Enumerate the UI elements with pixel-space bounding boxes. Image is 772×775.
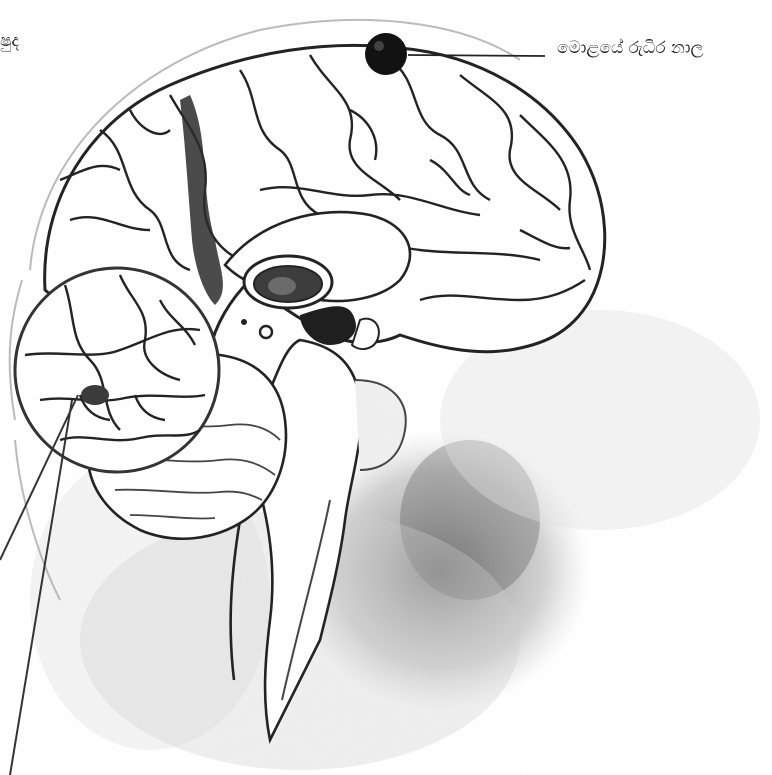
label-top-left-fragment: ෂුද <box>0 31 19 51</box>
label-blood-vessel: මොළයේ රුධිර නාල <box>557 38 703 58</box>
